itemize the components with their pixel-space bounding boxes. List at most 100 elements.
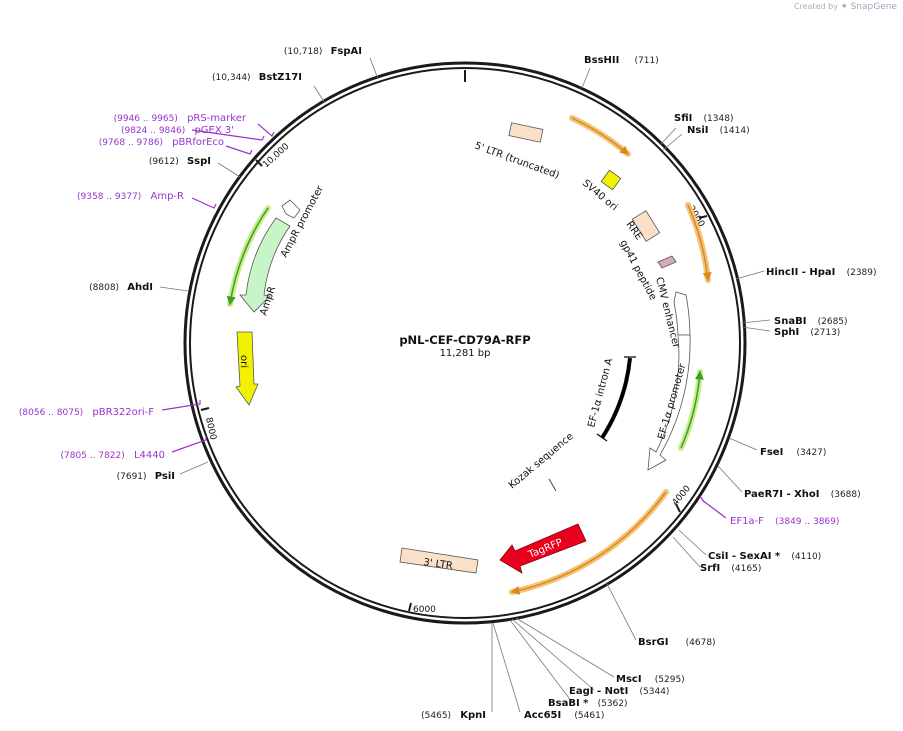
- feature-gp41-arrow: [657, 255, 677, 269]
- primer-name-pbr322ori-f: pBR322ori-F: [92, 407, 154, 418]
- leader-fspai: [369, 57, 379, 80]
- site-name-ahdi: AhdI: [127, 282, 153, 293]
- feature-3-ltr-box: [399, 547, 479, 574]
- site-label-snabi: SnaBI (2685): [774, 316, 848, 327]
- tick-10000-mark: [255, 159, 263, 167]
- feature-kozak-mark: [548, 478, 557, 492]
- site-pos-sspi: (9612): [149, 157, 179, 167]
- site-label-sspi: (9612) SspI: [149, 156, 211, 167]
- primer-label-l4440: (7805 .. 7822) L4440: [61, 450, 166, 461]
- site-labels: (10,718) FspAI BssHII (711) (10,344) Bst…: [89, 46, 876, 721]
- feature-ampr-arrow: [239, 217, 291, 313]
- site-pos-bstz17i: (10,344): [212, 73, 251, 83]
- feature-ef1a-intron-label: EF-1α intron A: [586, 357, 615, 429]
- site-name-acc65i: Acc65I: [524, 710, 561, 721]
- site-name-kpni: KpnI: [460, 710, 486, 721]
- site-label-eagi: EagI - NotI (5344): [569, 686, 669, 697]
- primers: [161, 123, 727, 519]
- feature-sv40-ori-box: [600, 169, 622, 191]
- site-label-hincii: HincII - HpaI (2389): [766, 267, 877, 278]
- site-label-csii: CsiI - SexAI * (4110): [708, 551, 821, 562]
- primer-mark-pgex3: [191, 129, 265, 141]
- feature-sv40-ori: SV40 ori: [580, 169, 622, 213]
- primer-mark-l4440: [171, 436, 207, 453]
- site-name-sfii: SfiI: [674, 113, 692, 124]
- feature-kozak: Kozak sequence: [507, 431, 576, 491]
- feature-5-ltr-label: 5' LTR (truncated): [473, 140, 561, 181]
- tick-6000-label: 6000: [413, 605, 436, 615]
- credit-brand: SnapGene: [850, 2, 897, 12]
- snapgene-credit: Created by ✦ SnapGene: [794, 2, 897, 12]
- feature-ef1a-intron-cap-bottom: [596, 433, 608, 442]
- feature-rre: RRE: [624, 210, 661, 242]
- site-name-sphi: SphI: [774, 327, 799, 338]
- feature-ampr-promoter-arrow: [281, 199, 301, 219]
- site-pos-bsrgi: (4678): [686, 638, 716, 648]
- tick-4000-mark: [675, 503, 681, 513]
- site-pos-snabi: (2685): [818, 317, 848, 327]
- feature-5-ltr: 5' LTR (truncated): [473, 122, 561, 181]
- tick-6000-mark: [408, 602, 412, 612]
- primer-label-pbr322ori-f: (8056 .. 8075) pBR322ori-F: [19, 407, 154, 418]
- site-name-msci: MscI: [616, 674, 642, 685]
- site-name-bsshii: BssHII: [584, 55, 619, 66]
- primer-label-prs-marker: (9946 .. 9965) pRS-marker: [114, 113, 247, 124]
- primer-mark-prs-marker: [257, 123, 275, 137]
- feature-tagrfp-arrow: [499, 523, 587, 574]
- site-pos-srfi: (4165): [731, 564, 761, 574]
- site-label-bsshii: BssHII (711): [584, 55, 659, 66]
- feature-gp41-label: gp41 peptide: [617, 238, 658, 302]
- site-name-snabi: SnaBI: [774, 316, 806, 327]
- leader-nsii: [662, 133, 683, 151]
- backbone: [183, 61, 747, 625]
- leader-sphi: [741, 326, 771, 332]
- feature-ampr: AmpR: [239, 217, 291, 317]
- site-label-acc65i: Acc65I (5461): [524, 710, 604, 721]
- leader-bstz17i: [313, 85, 326, 104]
- primer-name-ampr: Amp-R: [151, 191, 185, 202]
- site-pos-sfii: (1348): [704, 114, 734, 124]
- site-name-fspai: FspAI: [331, 46, 362, 57]
- primer-range-prs-marker: (9946 .. 9965): [114, 114, 178, 124]
- feature-ef1a-intron-arc: [600, 357, 632, 440]
- orf-arc-1-glow: [569, 115, 631, 157]
- site-name-paer7i: PaeR7I - XhoI: [744, 489, 820, 500]
- site-pos-msci: (5295): [655, 675, 685, 685]
- primer-mark-pbr322ori-f: [161, 400, 201, 411]
- primer-range-l4440: (7805 .. 7822): [61, 451, 125, 461]
- primer-label-ampr: (9358 .. 9377) Amp-R: [77, 191, 184, 202]
- site-name-psii: PsiI: [155, 471, 175, 482]
- tick-8000-label: 8000: [203, 417, 218, 442]
- feature-ampr-promoter: AmpR promoter: [279, 183, 326, 259]
- primer-range-pgex3: (9824 .. 9846): [121, 126, 185, 136]
- site-label-paer7i: PaeR7I - XhoI (3688): [744, 489, 861, 500]
- site-name-eagi: EagI - NotI: [569, 686, 628, 697]
- site-name-csii: CsiI - SexAI *: [708, 551, 781, 562]
- leader-bsrgi: [605, 581, 637, 641]
- site-pos-psii: (7691): [117, 472, 147, 482]
- primer-range-ef1a-f: (3849 .. 3869): [775, 517, 839, 527]
- leader-ahdi: [159, 286, 189, 292]
- leader-bsshii: [581, 67, 591, 89]
- site-label-sphi: SphI (2713): [774, 327, 840, 338]
- site-pos-acc65i: (5461): [574, 711, 604, 721]
- site-label-nsii: NsiI (1414): [687, 125, 750, 136]
- site-label-psii: (7691) PsiI: [117, 471, 175, 482]
- leader-acc65i: [492, 622, 521, 713]
- leader-paer7i: [717, 465, 743, 493]
- site-pos-paer7i: (3688): [831, 490, 861, 500]
- site-name-srfi: SrfI: [700, 563, 720, 574]
- leader-bsabi: [509, 619, 573, 703]
- feature-5-ltr-box: [508, 122, 544, 143]
- primer-label-ef1a-f: EF1a-F (3849 .. 3869): [730, 516, 839, 527]
- orf-arc-green-right: [680, 370, 704, 449]
- feature-3-ltr-label: 3' LTR: [423, 557, 454, 572]
- orf-arc-green-left: [226, 207, 269, 306]
- site-name-bstz17i: BstZ17I: [259, 72, 302, 83]
- site-pos-nsii: (1414): [720, 126, 750, 136]
- primer-range-pbrforeco: (9768 .. 9786): [99, 138, 163, 148]
- site-label-kpni: (5465) KpnI: [421, 710, 486, 721]
- site-label-ahdi: (8808) AhdI: [89, 282, 153, 293]
- feature-ef1a-promoter: EF-1α promoter: [647, 334, 691, 471]
